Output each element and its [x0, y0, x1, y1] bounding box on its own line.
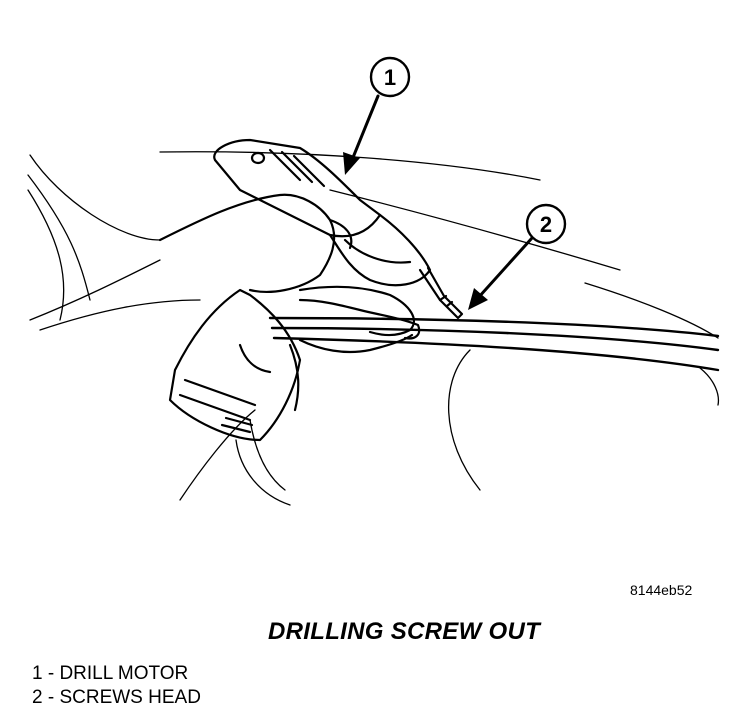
- drill-battery: [168, 288, 302, 442]
- hands: [158, 193, 421, 412]
- vehicle-body-lines: [27, 151, 720, 506]
- legend-item-drill-motor: 1 - DRILL MOTOR: [32, 663, 189, 684]
- callout-2-number: 2: [540, 212, 552, 237]
- glass-molding: [268, 316, 720, 372]
- callout-1: [343, 56, 411, 175]
- drill-motor: [213, 138, 464, 320]
- legend-item-screws-head: 2 - SCREWS HEAD: [32, 687, 201, 708]
- callout-2: [468, 203, 567, 310]
- figure-title: DRILLING SCREW OUT: [268, 618, 541, 645]
- legend: 1 - DRILL MOTOR 2 - SCREWS HEAD: [32, 662, 201, 710]
- callout-1-number: 1: [384, 65, 396, 90]
- figure-id: 8144eb52: [630, 582, 693, 598]
- drilling-illustration: 1 2: [27, 56, 720, 506]
